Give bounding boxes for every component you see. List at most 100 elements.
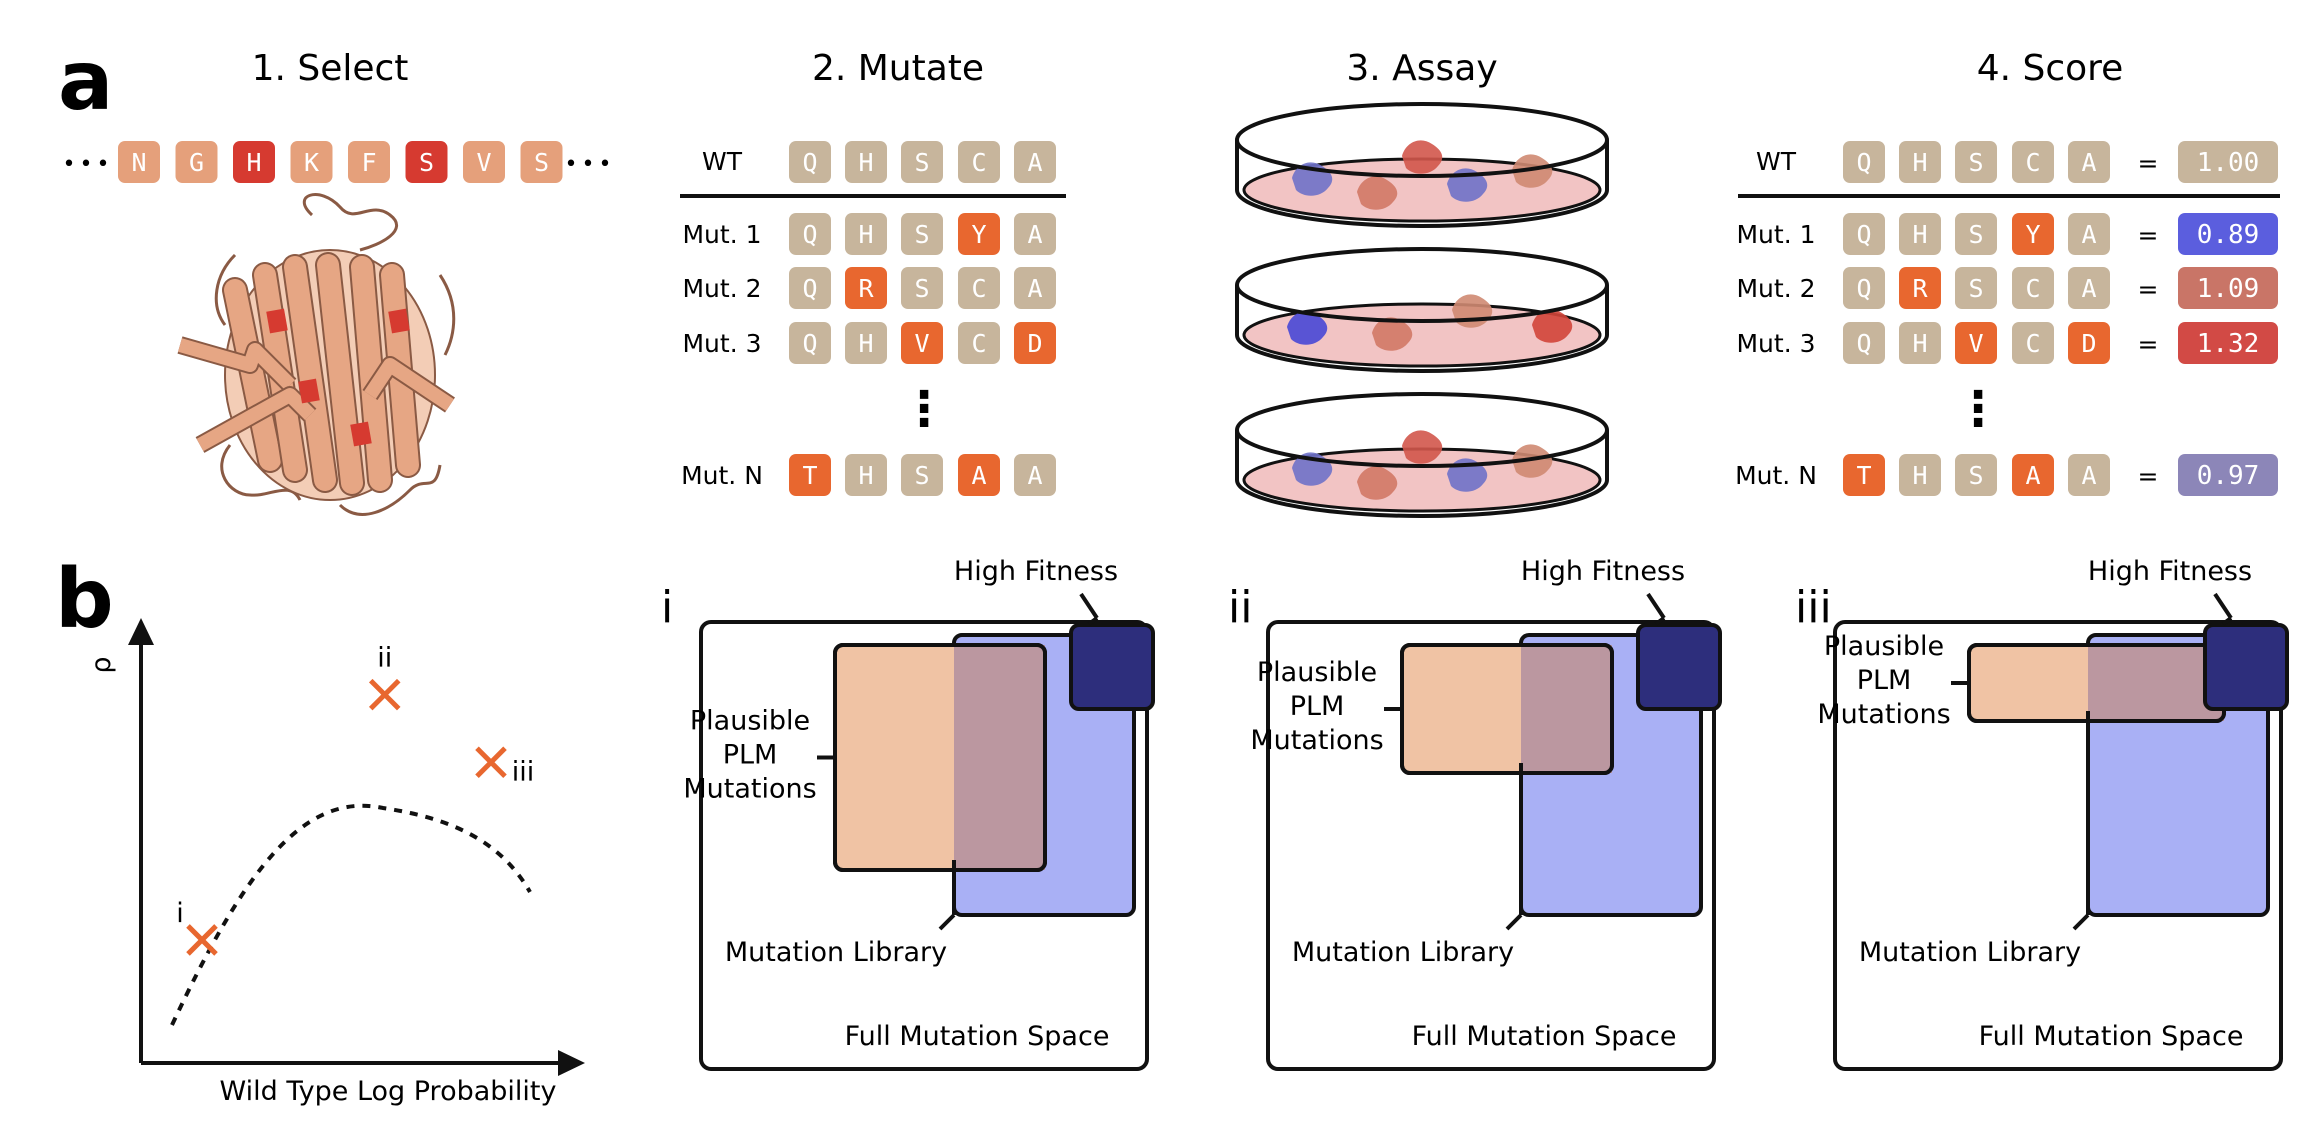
score-residue-letter: C — [2025, 329, 2040, 358]
score-residue: Q — [1843, 322, 1885, 364]
score-residue: H — [1899, 454, 1941, 496]
select-residue-3: K — [290, 141, 333, 183]
x-axis-label: Wild Type Log Probability — [220, 1076, 557, 1107]
mutate-residue: H — [845, 454, 887, 496]
score-residue-letter: H — [1912, 461, 1927, 490]
mutate-residue: Q — [789, 322, 831, 364]
score-residue-letter: V — [1968, 329, 1983, 358]
mutate-residue: S — [901, 267, 943, 309]
score-wt-residue-1: H — [1899, 141, 1941, 183]
trend-curve — [170, 803, 532, 1026]
score-residue: A — [2068, 454, 2110, 496]
mutate-residue-letter: A — [1027, 274, 1042, 303]
select-residue-6: V — [463, 141, 505, 183]
score-residue: V — [1955, 322, 1997, 364]
equals-sign: = — [2138, 221, 2159, 250]
score-residue-letter: T — [1856, 461, 1871, 490]
overlap-region — [954, 645, 1045, 870]
mutate-residue: A — [1014, 454, 1056, 496]
score-residue: S — [1955, 267, 1997, 309]
mutate-row-label: Mut. 2 — [682, 274, 761, 303]
mutate-wt-residue-2-letter: S — [914, 148, 929, 177]
score-wt-residue-2-letter: S — [1968, 148, 1983, 177]
mutate-residue-letter: H — [858, 220, 873, 249]
venn-numeral: iii — [1795, 582, 1832, 633]
score-value: 0.97 — [2178, 454, 2278, 496]
mutate-wt-residue-4: A — [1014, 141, 1056, 183]
mutate-residue: A — [1014, 267, 1056, 309]
plm-label-line: PLM — [1290, 691, 1345, 722]
score-residue-letter: Y — [2025, 220, 2040, 249]
assay-petri-dishes — [1235, 102, 1609, 518]
mutation-library-label: Mutation Library — [1859, 937, 2081, 968]
mutate-row-label: Mut. 3 — [682, 329, 761, 358]
mutate-wt-residue-2: S — [901, 141, 943, 183]
panel-a-letter: a — [58, 34, 113, 129]
equals-sign: = — [2138, 462, 2159, 491]
mutate-residue-letter: S — [914, 274, 929, 303]
overlap-region — [2088, 645, 2224, 721]
mutate-wt-residue-1: H — [845, 141, 887, 183]
plm-label-line: Mutations — [1817, 699, 1950, 730]
select-residue-1: G — [175, 141, 218, 183]
score-value-text: 0.89 — [2197, 220, 2260, 250]
plm-label-line: PLM — [1857, 665, 1912, 696]
full-mutation-space-label: Full Mutation Space — [1979, 1021, 2244, 1052]
mutate-residue-letter: C — [971, 274, 986, 303]
plm-label-line: Plausible — [690, 706, 810, 737]
mutate-residue-letter: A — [1027, 220, 1042, 249]
wt-score-text: 1.00 — [2197, 148, 2260, 178]
mutation-library-label: Mutation Library — [725, 937, 947, 968]
step-title-mutate: 2. Mutate — [812, 48, 984, 89]
score-residue: T — [1843, 454, 1885, 496]
score-row-label: Mut. 2 — [1736, 274, 1815, 303]
select-residue-5-letter: S — [419, 148, 434, 177]
score-residue-letter: S — [1968, 220, 1983, 249]
score-value-text: 1.32 — [2197, 329, 2260, 359]
score-residue: Y — [2012, 213, 2054, 255]
score-wt-residue-0-letter: Q — [1856, 148, 1871, 177]
mutate-residue-letter: S — [914, 220, 929, 249]
score-residue: A — [2068, 213, 2110, 255]
score-residue: H — [1899, 213, 1941, 255]
mutation-library-label: Mutation Library — [1292, 937, 1514, 968]
mutate-residue-letter: Q — [802, 274, 817, 303]
mutate-residue-letter: Q — [802, 220, 817, 249]
score-value-text: 1.09 — [2197, 274, 2260, 304]
high-fitness-region — [2203, 623, 2289, 711]
mutate-residue-letter: S — [914, 461, 929, 490]
select-residue-5: S — [405, 141, 448, 183]
select-residue-3-letter: K — [304, 148, 319, 177]
high-fitness-region — [1069, 623, 1155, 711]
mutate-wt-residue-3: C — [958, 141, 1000, 183]
score-value: 0.89 — [2178, 213, 2278, 255]
petri-dish — [1235, 247, 1609, 373]
panel-b-letter: b — [55, 552, 114, 647]
score-residue: Q — [1843, 213, 1885, 255]
score-residue-letter: S — [1968, 274, 1983, 303]
mutate-residue: R — [845, 267, 887, 309]
score-residue-letter: A — [2081, 220, 2096, 249]
mutate-residue: S — [901, 454, 943, 496]
score-residue-letter: H — [1912, 329, 1927, 358]
select-residue-1-letter: G — [189, 148, 204, 177]
score-residue-letter: A — [2081, 274, 2096, 303]
mutate-residue: A — [958, 454, 1000, 496]
y-axis-label: ρ — [86, 656, 117, 673]
mutate-residue-letter: R — [858, 274, 874, 303]
high-fitness-label: High Fitness — [1521, 556, 1685, 587]
plot-marker-label: ii — [377, 643, 392, 674]
mutate-residue: V — [901, 322, 943, 364]
select-residue-4-letter: F — [361, 148, 376, 177]
plm-label-line: Plausible — [1824, 631, 1944, 662]
step-title-select: 1. Select — [252, 48, 409, 89]
mutate-residue: Y — [958, 213, 1000, 255]
score-row-label: Mut. N — [1735, 461, 1817, 490]
equals-sign: = — [2138, 330, 2159, 359]
select-residue-0-letter: N — [131, 148, 146, 177]
